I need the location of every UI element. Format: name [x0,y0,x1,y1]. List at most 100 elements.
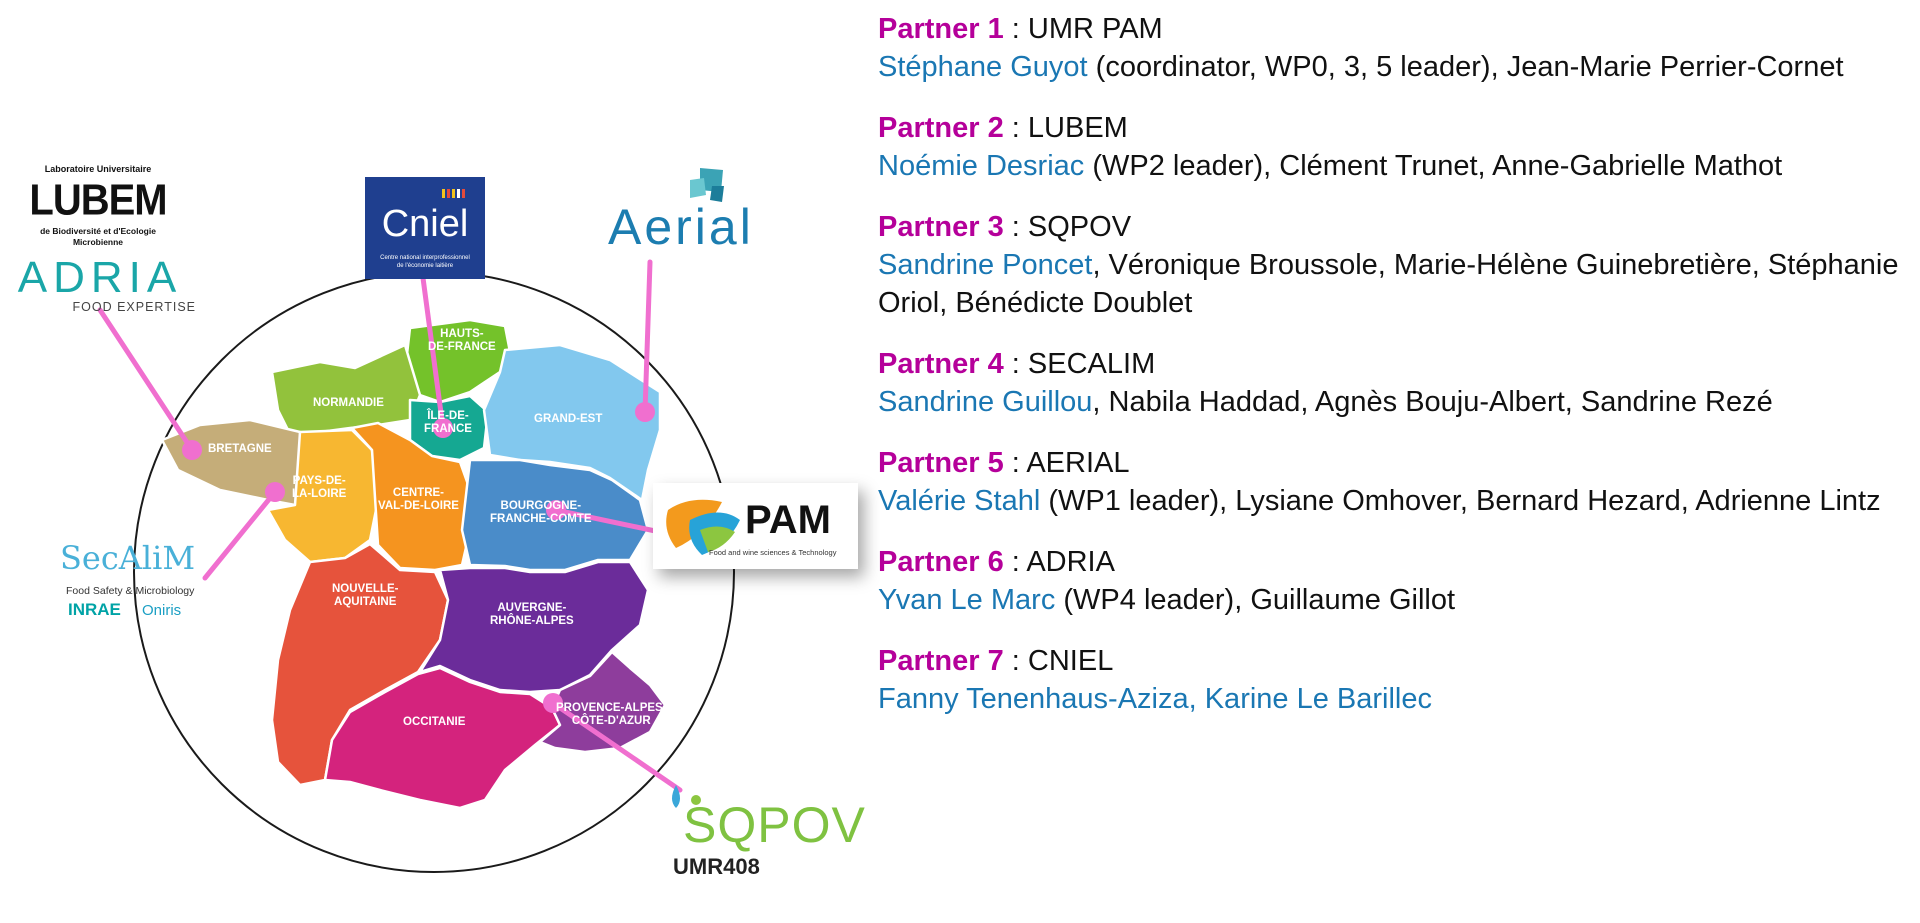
pam-name: PAM [745,498,831,542]
aerial-logo: Aerial [608,200,788,255]
partner-heading: Partner 6 : ADRIA [878,543,1914,581]
region-label-nouvelle-aquitaine: NOUVELLE-AQUITAINE [332,583,399,608]
region-label-occitanie: OCCITANIE [403,716,466,728]
connector-dot-sqpov [543,693,563,713]
partner-heading: Partner 4 : SECALIM [878,345,1914,383]
cniel-logo-mark [442,189,465,198]
lubem-sub2: Microbienne [72,237,124,247]
secalim-sub: Food Safety & Microbiology [66,585,195,597]
connector-adria [97,307,195,453]
adria-logo: ADRIA FOOD EXPERTISE [0,255,200,315]
secalim-logo: SecAliM Food Safety & Microbiology INRAE… [60,540,210,635]
partner-members: Sandrine Guillou, Nabila Haddad, Agnès B… [878,383,1914,421]
partner-members: Noémie Desriac (WP2 leader), Clément Tru… [878,147,1914,185]
lubem-name: LUBEM [29,175,167,225]
region-label-bourgogne-franche-comte: BOURGOGNE-FRANCHE-COMTE [490,500,592,525]
partner-heading: Partner 7 : CNIEL [878,642,1914,680]
secalim-oniris: Oniris [142,602,182,619]
pam-logo-mark [666,499,740,555]
partner-others: (coordinator, WP0, 3, 5 leader), Jean-Ma… [1087,51,1844,83]
connector-dot-adria [182,440,202,460]
partner-org: CNIEL [1027,645,1114,677]
partner-members: Stéphane Guyot (coordinator, WP0, 3, 5 l… [878,48,1914,86]
partner-org: SQPOV [1027,211,1132,243]
partner-label: Partner 4 [878,348,1004,380]
sqpov-logo: SQPOV UMR408 [665,790,865,885]
partner-separator: : [1003,645,1028,677]
partner-others: (WP4 leader), Guillaume Gillot [1055,584,1456,616]
secalim-name: SecAliM [60,539,196,577]
partner-org: AERIAL [1026,447,1130,479]
adria-sub: FOOD EXPERTISE [72,300,196,314]
partner-members: Sandrine Poncet, Véronique Broussole, Ma… [878,246,1914,322]
connector-cniel [420,275,446,431]
region-label-pays-de-la-loire: PAYS-DE-LA-LOIRE [292,475,347,500]
lubem-logo: Laboratoire Universitaire LUBEM de Biodi… [28,160,168,255]
region-label-hauts-de-france: HAUTS-DE-FRANCE [428,328,496,353]
france-regions-map [97,168,858,873]
connector-dot-pam [546,500,566,520]
partner-separator: : [1003,13,1028,45]
lubem-arc-text: Laboratoire Universitaire [44,164,152,174]
region-label-provence: PROVENCE-ALPES-CÔTE-D'AZUR [556,702,667,727]
secalim-inrae: INRAE [68,600,121,619]
connector-aerial [642,259,653,415]
partner-label: Partner 7 [878,645,1004,677]
cniel-sub2: de l'économie laitière [396,263,454,269]
partner-lead: Valérie Stahl [878,485,1041,517]
partner-label: Partner 3 [878,211,1004,243]
partner-heading: Partner 3 : SQPOV [878,208,1914,246]
sqpov-sub: UMR408 [673,854,760,879]
partner-label: Partner 2 [878,112,1004,144]
partner-others: (WP1 leader), Lysiane Omhover, Bernard H… [1040,485,1881,517]
partner-lead: Yvan Le Marc [878,584,1056,616]
cniel-name: Cniel [381,203,469,245]
partner-lead: Sandrine Poncet [878,249,1093,281]
partner-lead: Sandrine Guillou [878,386,1093,418]
region-label-grand-est: GRAND-EST [534,413,603,425]
partner-separator: : [1003,348,1028,380]
partner-heading: Partner 1 : UMR PAM [878,10,1914,48]
connector-dot-aerial [635,402,655,422]
sqpov-logo-mark [672,785,701,808]
cniel-logo-text: Cniel Centre national interprofessionnel… [365,177,485,279]
region-label-auvergne-rhone-alpes: AUVERGNE-RHÔNE-ALPES [490,602,574,627]
partner-label: Partner 6 [878,546,1004,578]
adria-name: ADRIA [17,253,183,302]
partner-members: Yvan Le Marc (WP4 leader), Guillaume Gil… [878,581,1914,619]
partner-org: SECALIM [1027,348,1156,380]
cniel-sub1: Centre national interprofessionnel [380,255,470,261]
partner-separator: : [1003,112,1028,144]
partner-org: LUBEM [1027,112,1128,144]
partner-heading: Partner 2 : LUBEM [878,109,1914,147]
region-label-normandie: NORMANDIE [313,397,384,409]
partner-org: ADRIA [1026,546,1115,578]
region-label-ile-de-france: ÎLE-DE-FRANCE [424,410,472,435]
partner-separator: : [1003,211,1028,243]
connector-secalim [202,489,278,581]
partner-separator: : [1003,546,1027,578]
region-provence-alpes-cote-dazur [538,650,667,754]
region-label-centre-val-de-loire: CENTRE-VAL-DE-LOIRE [378,487,459,512]
partner-lead: Noémie Desriac [878,150,1085,182]
connector-dot-secalim [265,482,285,502]
partner-others: , Nabila Haddad, Agnès Bouju-Albert, San… [1092,386,1773,418]
partner-org: UMR PAM [1027,13,1163,45]
partner-others: , Véronique Broussole, Marie-Hélène Guin… [878,249,1899,319]
lubem-sub1: de Biodiversité et d'Ecologie [40,226,156,236]
region-nouvelle-aquitaine [270,542,450,787]
partner-others: (WP2 leader), Clément Trunet, Anne-Gabri… [1084,150,1783,182]
partner-lead: Fanny Tenenhaus-Aziza, Karine Le Barille… [878,683,1433,715]
connector-pam [553,507,663,535]
partner-label: Partner 1 [878,13,1004,45]
partner-members: Fanny Tenenhaus-Aziza, Karine Le Barille… [878,680,1914,718]
aerial-logo-mark [690,168,724,202]
